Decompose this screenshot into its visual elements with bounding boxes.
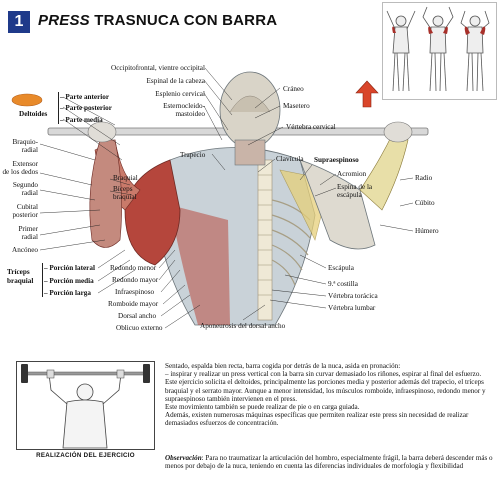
- label-aponeurosis: Aponeurosis del dorsal ancho: [200, 322, 286, 330]
- label-radio: Radio: [415, 174, 433, 182]
- title-rest: TRASNUCA CON BARRA: [94, 12, 278, 29]
- label-supraespinoso: Supraespinoso: [314, 156, 359, 164]
- description-text: Sentado, espalda bien recta, barra cogid…: [165, 362, 493, 428]
- anatomy-illustration: [47, 71, 429, 326]
- label-redondo-menor: Redondo menor: [110, 264, 157, 272]
- label-primer-2: radial: [21, 233, 38, 241]
- description-line: Sentado, espalda bien recta, barra cogid…: [165, 362, 401, 370]
- label-parte-posterior: – Parte posterior: [60, 104, 112, 112]
- execution-illustration: [21, 364, 150, 449]
- observation-text: Observación: Para no traumatizar la arti…: [165, 454, 493, 470]
- label-extensor-1: Extensor: [12, 160, 38, 168]
- label-porcion-larga: – Porción larga: [44, 289, 91, 297]
- label-triceps-2: braquial: [7, 277, 34, 285]
- execution-figure-box: [16, 361, 155, 450]
- label-costilla: 9.ª costilla: [328, 280, 358, 288]
- label-segundo-1: Segundo: [12, 181, 38, 189]
- deltoid-marker-icon: [11, 93, 43, 107]
- mini-figures-illustration: [386, 6, 490, 92]
- up-arrow-icon: [355, 80, 379, 108]
- execution-caption: REALIZACIÓN DEL EJERCICIO: [36, 452, 135, 459]
- observation-label: Observación: [165, 454, 202, 462]
- label-triceps-1: Tríceps: [7, 268, 30, 276]
- label-vertebra-toracica: Vértebra torácica: [328, 292, 378, 300]
- label-vertebra-cervical: Vértebra cervical: [286, 123, 336, 131]
- description-line: Este movimiento también se puede realiza…: [165, 403, 360, 412]
- mini-figures-panel: [382, 2, 497, 100]
- label-cubital-1: Cubital: [16, 203, 38, 211]
- description-line: – inspirar y realizar un press vertical …: [165, 370, 482, 379]
- label-humero: Húmero: [415, 227, 439, 235]
- label-esternocleido: Esternocleido-: [163, 102, 205, 110]
- label-oblicuo: Oblicuo externo: [116, 324, 163, 332]
- deltoides-bracket: [58, 92, 59, 124]
- section-number-badge: 1: [8, 11, 30, 33]
- label-redondo-mayor: Redondo mayor: [112, 276, 159, 284]
- observation-body: : Para no traumatizar la articulación de…: [165, 454, 493, 471]
- label-escapula: Escápula: [328, 264, 354, 272]
- label-braquial: Braquial: [113, 174, 138, 182]
- label-vertebra-lumbar: Vértebra lumbar: [328, 304, 376, 312]
- label-segundo-2: radial: [21, 189, 38, 197]
- label-espina-2: escápula: [337, 191, 362, 199]
- label-trapecio: Trapecio: [180, 151, 206, 159]
- title-italic: PRESS: [38, 12, 90, 29]
- label-parte-anterior: – Parte anterior: [60, 93, 110, 101]
- label-braquio-1: Braquio-: [12, 138, 38, 146]
- label-mastoideo: mastoideo: [175, 110, 205, 118]
- label-occipitofrontal: Occipitofrontal, vientre occipital: [111, 64, 205, 72]
- label-esplenio: Esplenio cervical: [155, 90, 205, 98]
- label-braquio-2: radial: [21, 146, 38, 154]
- label-primer-1: Primer: [18, 225, 38, 233]
- label-masetero: Masetero: [283, 102, 310, 110]
- label-espina-1: Espina de la: [337, 183, 373, 191]
- label-craneo: Cráneo: [283, 85, 304, 93]
- label-biceps-2: braquial: [113, 193, 137, 201]
- label-biceps-1: Bíceps: [113, 185, 133, 193]
- description-line: Además, existen numerosas máquinas espec…: [165, 411, 469, 428]
- label-dorsal-ancho: Dorsal ancho: [118, 312, 157, 320]
- label-porcion-media: – Porción media: [44, 277, 94, 285]
- label-parte-media: – Parte media: [60, 116, 103, 124]
- label-cubital-2: posterior: [12, 211, 38, 219]
- label-clavicula: Clavícula: [276, 155, 304, 163]
- label-extensor-2: de los dedos: [2, 168, 38, 176]
- label-romboide: Romboide mayor: [108, 300, 159, 308]
- description-line: Este ejercicio solicita el deltoides, pr…: [165, 378, 486, 403]
- label-deltoides: Deltoides: [19, 110, 48, 118]
- label-ancoeneo: Ancóneo: [12, 246, 38, 254]
- label-espinal-cabeza: Espinal de la cabeza: [146, 77, 205, 85]
- label-infraespinoso: Infraespinoso: [115, 288, 155, 296]
- label-porcion-lateral: – Porción lateral: [44, 264, 95, 272]
- triceps-bracket: [42, 263, 43, 297]
- label-acromion: Acromion: [337, 170, 367, 178]
- page-title: PRESS TRASNUCA CON BARRA: [38, 12, 277, 29]
- label-cubito: Cúbito: [415, 199, 435, 207]
